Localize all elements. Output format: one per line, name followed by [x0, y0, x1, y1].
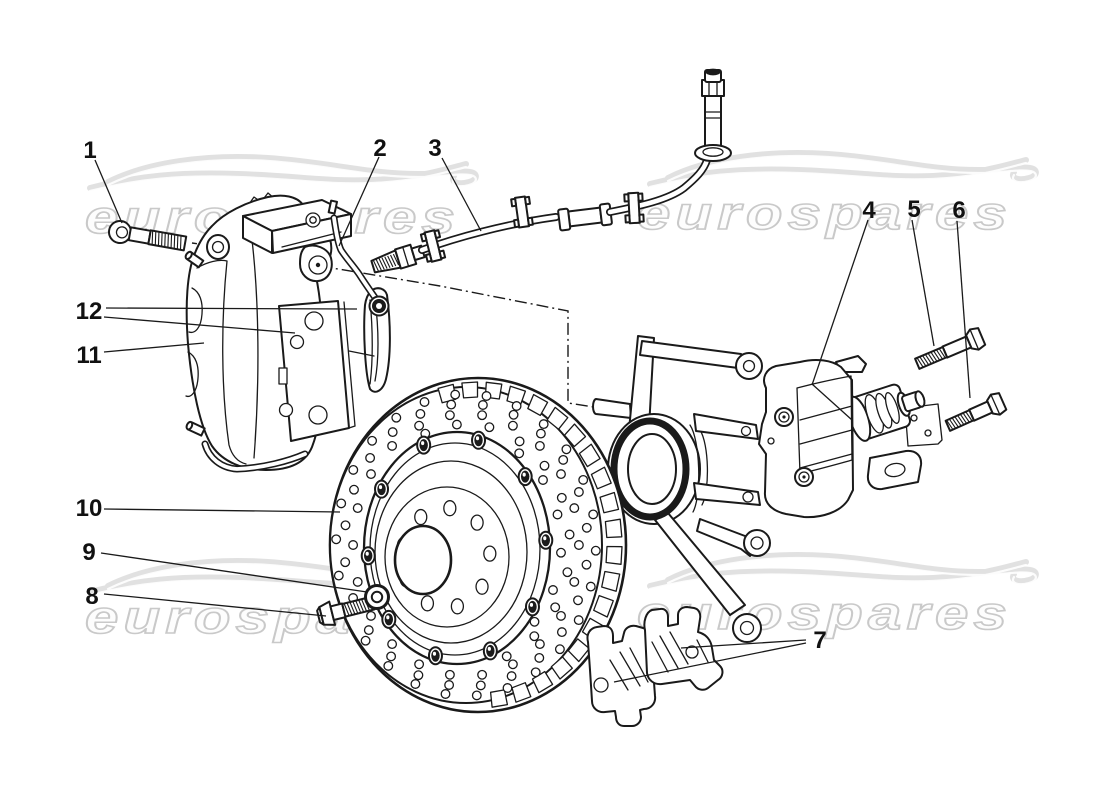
disc-drill-holes [331, 389, 601, 701]
knuckle-clevis [592, 398, 632, 419]
brake-pads-drawing [278, 287, 391, 442]
leader-lines [94, 156, 971, 683]
watermark-top-right: eurospares [636, 153, 1036, 240]
hose-clamp [510, 195, 534, 229]
hub-carrier-drawing [592, 335, 771, 643]
brake-pipe-drawing [327, 199, 390, 317]
wheel-stud-drawing [316, 595, 376, 626]
bolt-6-drawing [944, 392, 1008, 432]
rear-caliper-cylinder [846, 383, 926, 442]
callout-5: 5 [907, 196, 920, 223]
callout-2: 2 [373, 135, 386, 162]
hose-clamp [419, 229, 447, 263]
wheel-stud-holes [396, 500, 497, 615]
callout-11: 11 [76, 342, 101, 369]
callout-1: 1 [83, 137, 96, 164]
callout-9: 9 [82, 539, 95, 566]
callout-8: 8 [85, 583, 98, 610]
hub-center-bore [393, 524, 453, 596]
callout-6: 6 [952, 197, 965, 224]
callout-labels: 1 2 3 4 5 6 7 8 9 10 11 12 [76, 135, 966, 654]
hat-fasteners [360, 430, 554, 666]
disc-hub [360, 430, 554, 666]
callout-7: 7 [813, 627, 826, 654]
stud-nut-drawing [364, 584, 390, 610]
bolt-5-drawing [914, 327, 987, 370]
callout-12: 12 [76, 298, 103, 325]
hose-threaded-fitting [370, 243, 426, 274]
callout-4: 4 [862, 197, 876, 224]
hose-clamp [623, 191, 645, 225]
watermark-text: eurospares [637, 187, 1012, 239]
rear-caliper-drawing [758, 355, 943, 519]
bolt-1-drawing [108, 220, 188, 252]
hose-union [557, 202, 613, 232]
callout-3: 3 [428, 135, 441, 162]
disc-vent-slots [437, 381, 623, 708]
brake-disc-drawing [328, 376, 628, 714]
callout-10: 10 [76, 495, 103, 522]
brake-hose-drawing [370, 68, 732, 274]
